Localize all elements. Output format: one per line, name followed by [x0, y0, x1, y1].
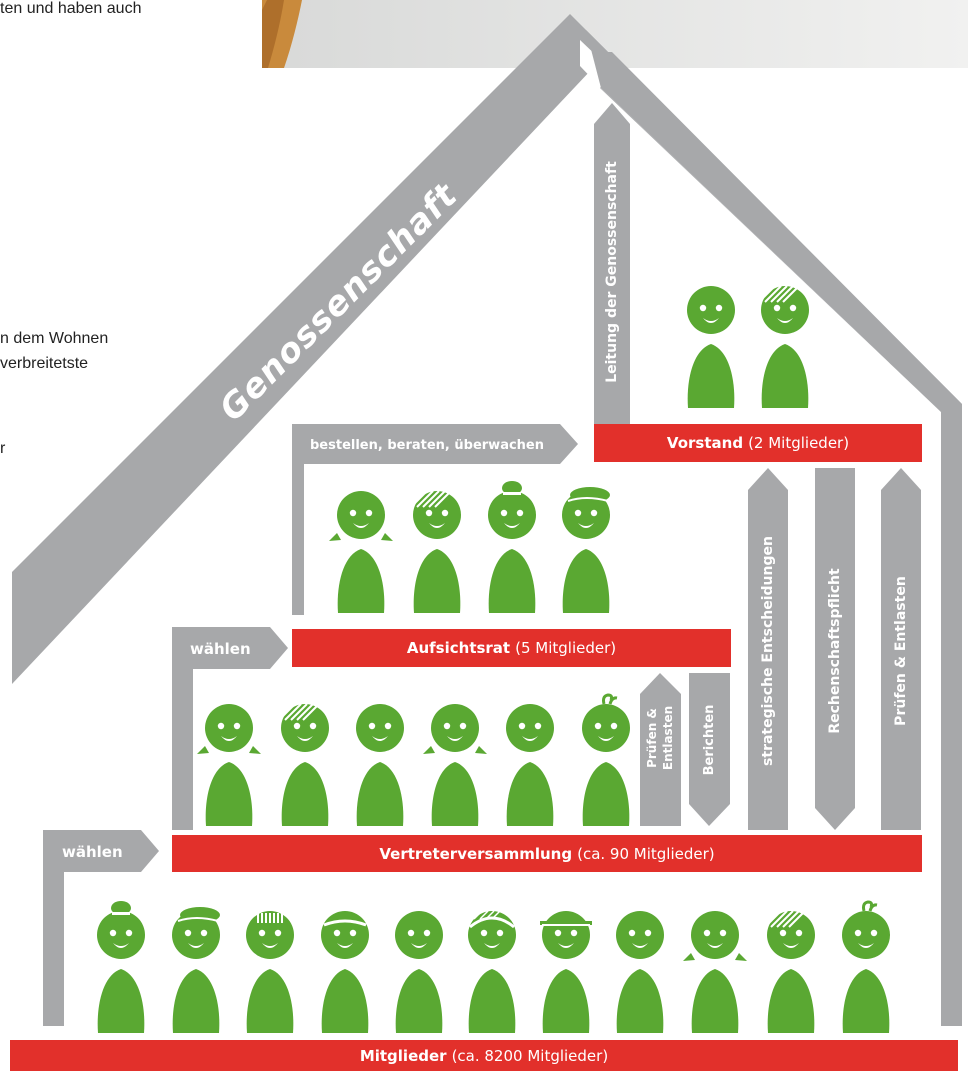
figure-aufsichtsrat-3 [488, 481, 536, 613]
bar-aufsichtsrat-detail: (5 Mitglieder) [515, 639, 617, 657]
figure-vertreter-3 [356, 704, 404, 826]
figure-vorstand-1 [687, 286, 735, 408]
label-waehlen-bottom: wählen [62, 843, 123, 861]
label-waehlen-top: wählen [190, 640, 251, 658]
figure-vertreter-6 [582, 693, 630, 826]
side-text-line-2: n dem Wohnen [0, 330, 109, 347]
figure-vertreter-1 [197, 704, 261, 826]
bar-aufsichtsrat: Aufsichtsrat (5 Mitglieder) [292, 629, 731, 667]
figure-mitglieder-2 [172, 907, 220, 1033]
bar-mitglieder-name: Mitglieder [359, 1046, 447, 1065]
bar-vertreter-detail: (ca. 90 Mitglieder) [577, 844, 715, 863]
figure-mitglieder-3 [246, 911, 294, 1033]
figure-mitglieder-4 [321, 911, 369, 1033]
figure-aufsichtsrat-4 [562, 487, 610, 613]
bar-mitglieder-detail: (ca. 8200 Mitglieder) [451, 1046, 609, 1065]
figure-vorstand-2 [746, 285, 809, 408]
figure-aufsichtsrat-1 [329, 491, 393, 613]
figure-mitglieder-5 [395, 911, 443, 1033]
side-text-line-4: r [0, 440, 6, 457]
bar-vorstand: Vorstand (2 Mitglieder) [594, 424, 922, 462]
figure-vertreter-5 [506, 704, 554, 826]
figure-mitglieder-11 [842, 900, 890, 1033]
bar-vorstand-name: Vorstand [666, 434, 744, 452]
figure-aufsichtsrat-2 [398, 490, 461, 613]
side-text-line-3: verbreitetste [0, 355, 89, 372]
figure-mitglieder-10 [752, 910, 815, 1033]
figure-vertreter-4 [423, 704, 487, 826]
label-bestellen: bestellen, beraten, überwachen [310, 437, 544, 453]
figure-mitglieder-1 [97, 901, 145, 1033]
bar-vertreter-name: Vertreterversammlung [379, 844, 573, 863]
roof-left-beam [12, 14, 608, 684]
figure-mitglieder-8 [616, 911, 664, 1033]
figure-vertreter-2 [266, 703, 329, 826]
bar-vorstand-detail: (2 Mitglieder) [748, 434, 850, 452]
bar-mitglieder: Mitglieder (ca. 8200 Mitglieder) [10, 1040, 958, 1071]
figure-mitglieder-9 [683, 911, 747, 1033]
bar-vertreterversammlung: Vertreterversammlung (ca. 90 Mitglieder) [172, 835, 922, 872]
bar-aufsichtsrat-name: Aufsichtsrat [406, 639, 511, 657]
figure-mitglieder-6 [467, 910, 516, 1033]
side-text-line-1: ten und haben auch [0, 0, 142, 17]
figure-mitglieder-7 [540, 911, 592, 1033]
